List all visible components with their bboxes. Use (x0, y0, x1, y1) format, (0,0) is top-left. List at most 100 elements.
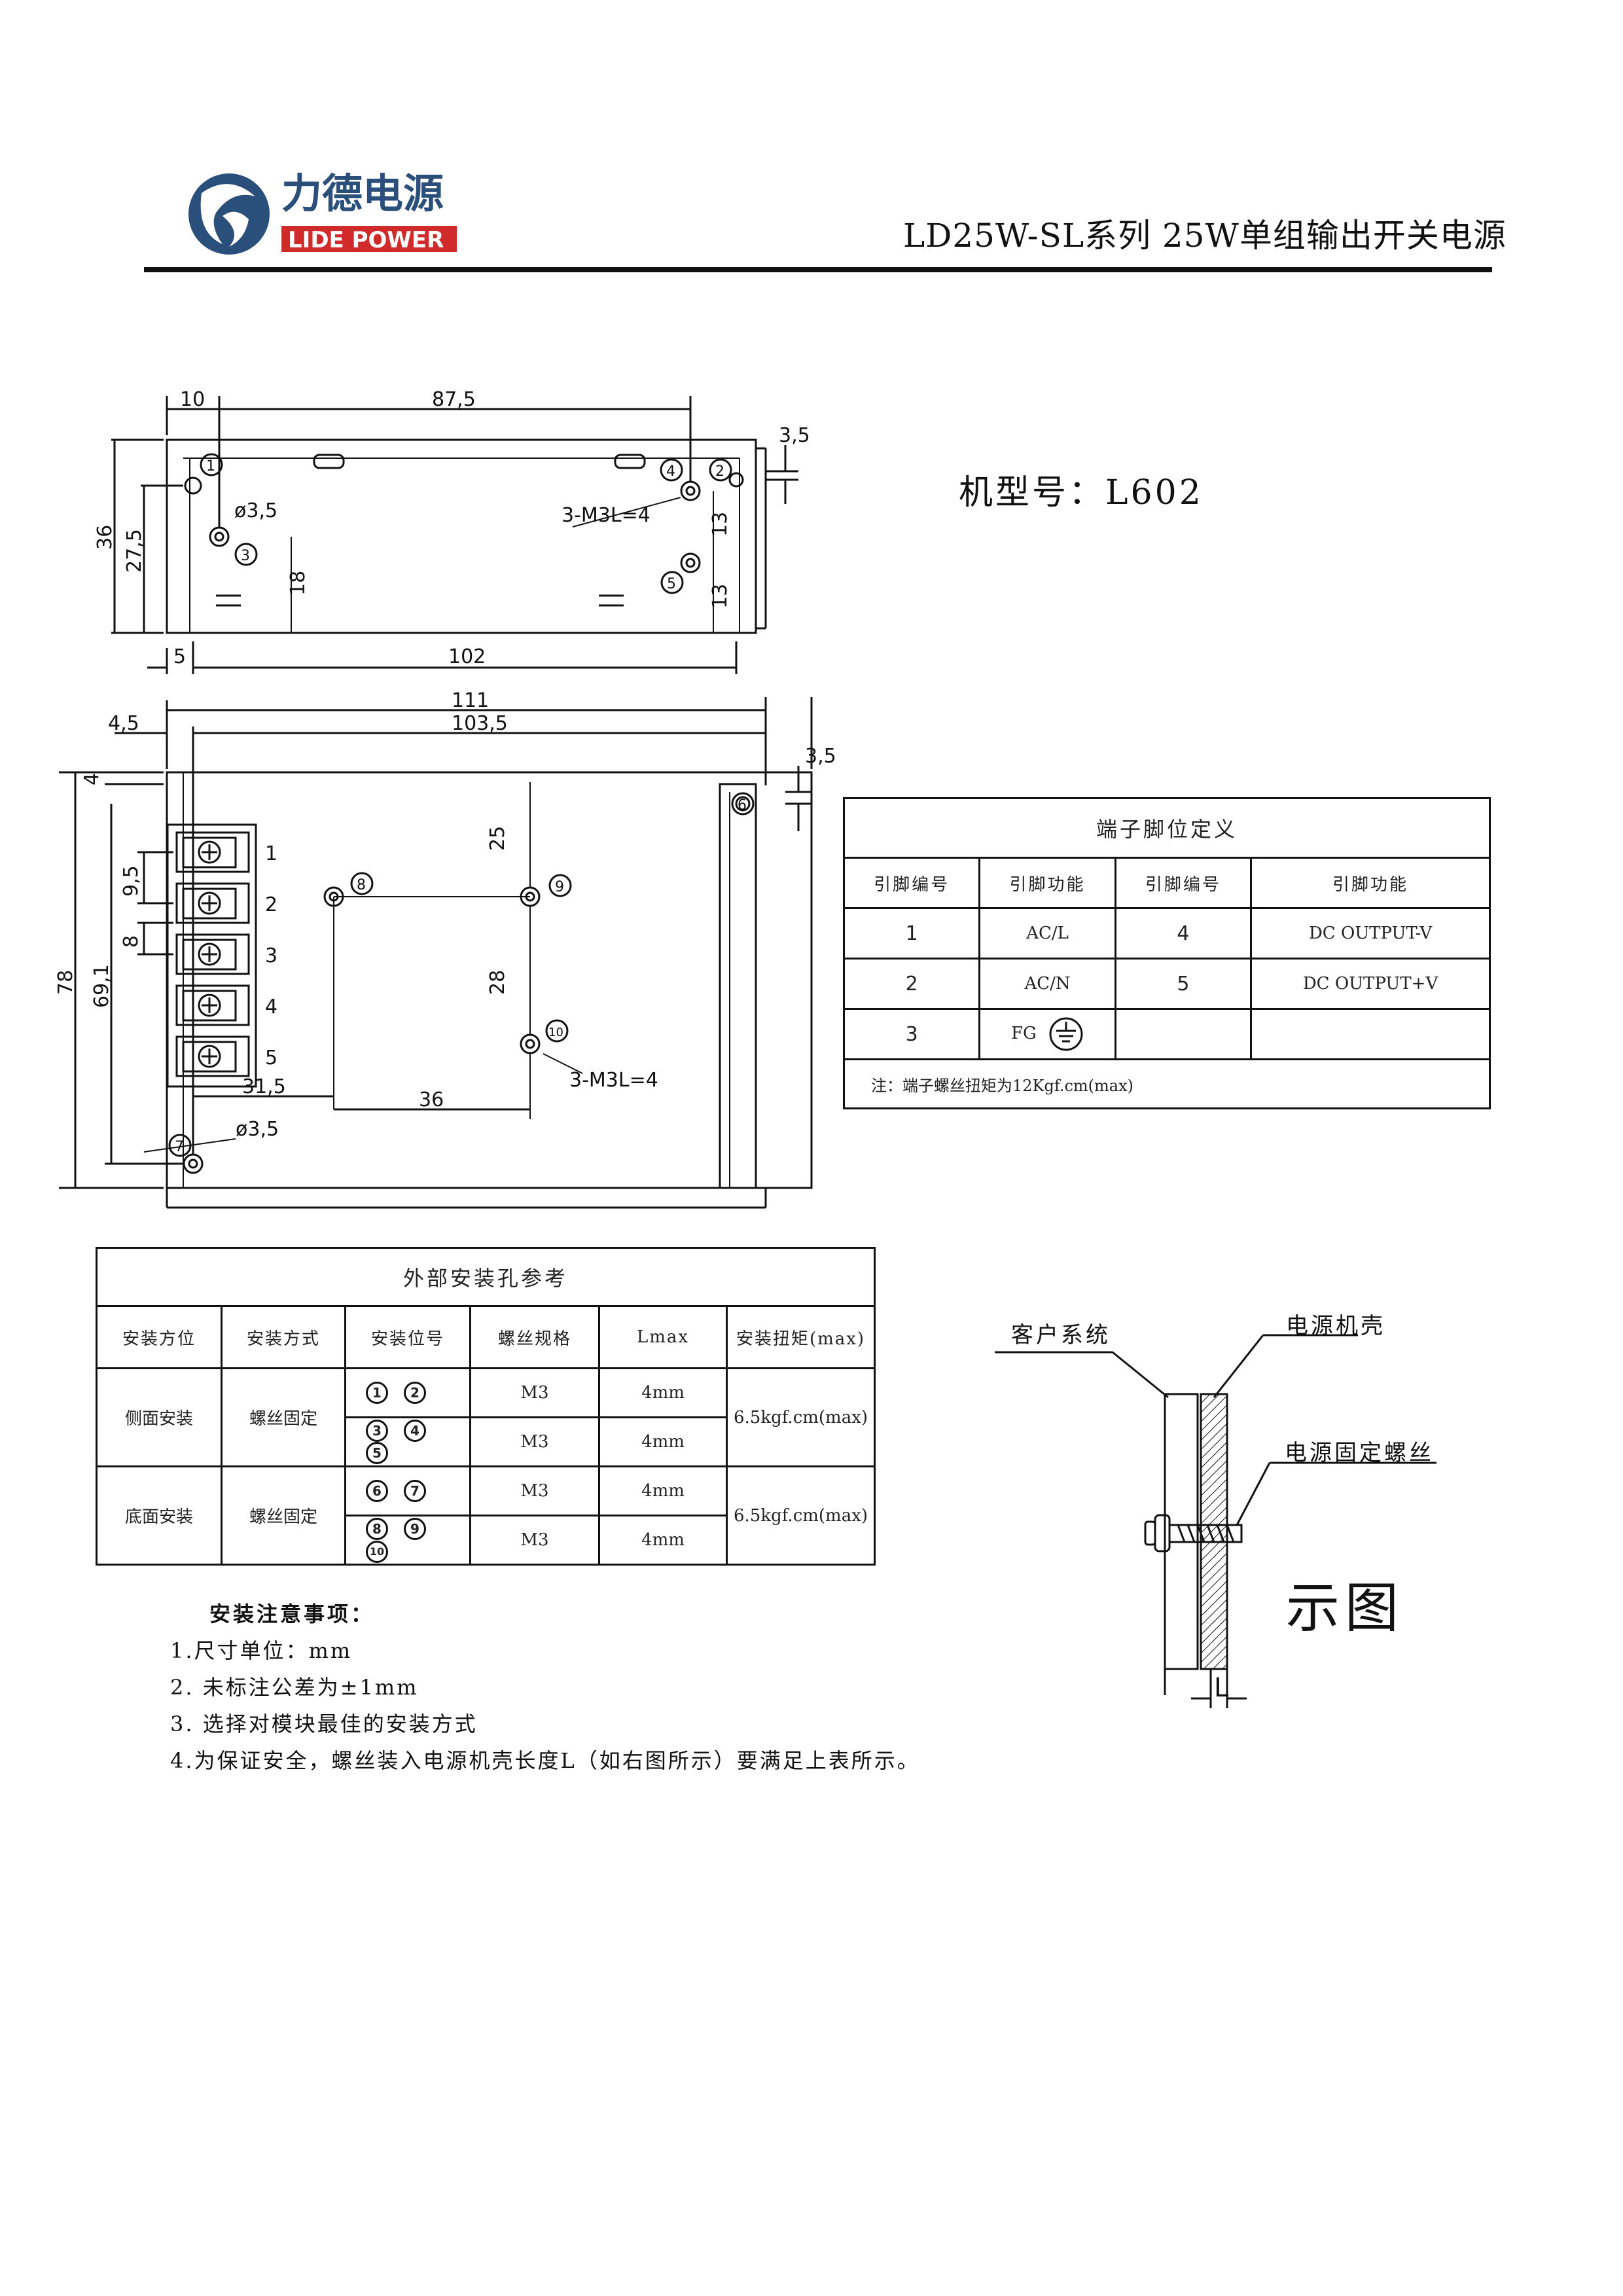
table-cell: 2 (842, 958, 981, 1010)
table-cell: 6.5kgf.cm(max) (726, 1367, 876, 1467)
marker-text: 9 (555, 879, 564, 895)
ground-symbol-icon (1049, 1017, 1083, 1051)
dim-text: 31,5 (242, 1075, 286, 1098)
dim-text: 36 (419, 1088, 444, 1111)
hole-marker: 5 (366, 1442, 388, 1464)
dim-text: 36 (94, 525, 116, 550)
dim-text: 78 (54, 970, 77, 995)
table-header: 螺丝规格 (469, 1305, 600, 1369)
notes-item: 1.尺寸单位：mm (170, 1638, 353, 1663)
dim-text: 4 (80, 773, 103, 785)
table-cell: M3 (469, 1515, 600, 1566)
table-cell: 4mm (598, 1367, 728, 1418)
hole-marker: 8 (366, 1517, 388, 1540)
table-header: 安装扭矩(max) (726, 1305, 876, 1369)
psu-screw-label: 电源固定螺丝 (1285, 1440, 1434, 1466)
brand-en-text: LIDE POWER (288, 227, 444, 253)
table-header: 引脚功能 (978, 857, 1116, 909)
dim-text: 69,1 (90, 964, 113, 1008)
marker-text: 4 (666, 463, 675, 480)
table-row: 3 FG (842, 1008, 1491, 1060)
dim-text: 8 (120, 935, 143, 948)
table-header: 引脚编号 (1114, 857, 1253, 909)
table-cell: 4mm (598, 1465, 728, 1516)
table-caption: 端子脚位定义 (843, 797, 1491, 859)
table-header: 安装位号 (344, 1305, 471, 1369)
marker-text: 5 (667, 576, 676, 592)
table-cell: 4mm (598, 1515, 728, 1566)
table-cell: DC OUTPUT-V (1250, 907, 1491, 960)
notes-title: 安装注意事项： (209, 1602, 375, 1626)
hole-marker: 10 (366, 1540, 388, 1563)
front-view-drawing: 111 103,5 4,5 3,5 4 78 69,1 9,5 8 25 28 … (54, 689, 836, 1209)
dim-text: 13 (709, 512, 732, 537)
table-cell: M3 (469, 1465, 600, 1516)
psu-case-label: 电源机壳 (1286, 1313, 1385, 1339)
table-cell: 侧面安装 (96, 1367, 223, 1467)
hole-marker: 4 (404, 1420, 426, 1442)
table-header: 引脚编号 (842, 857, 981, 909)
brand-cn-text: 力德电源 (281, 170, 444, 217)
table-cell-text: FG (1011, 1024, 1037, 1043)
dim-text: 28 (486, 970, 509, 995)
marker-text: 1 (206, 458, 215, 475)
document-title: LD25W-SL系列 25W单组输出开关电源 (903, 217, 1507, 255)
diagram-caption: 示图 (1286, 1577, 1404, 1640)
marker-text: 8 (357, 877, 366, 893)
screw-spec-label: 3-M3L=4 (569, 1069, 658, 1092)
notes-item: 3. 选择对模块最佳的安装方式 (170, 1712, 478, 1736)
top-view-drawing: 10 87,5 3,5 36 27,5 18 13 13 5 102 ø3,5 … (94, 388, 810, 674)
dim-text: 3,5 (805, 745, 836, 768)
dim-text: 5 (173, 645, 186, 668)
marker-text: 10 (548, 1026, 563, 1039)
dim-text: 18 (287, 571, 310, 596)
table-cell: 4mm (598, 1416, 728, 1467)
table-cell: AC/L (978, 907, 1116, 960)
dim-text: 9,5 (120, 865, 143, 897)
notes-item: 2. 未标注公差为±1mm (170, 1675, 419, 1700)
brand-logo: 力德电源 LIDE POWER (188, 170, 457, 255)
dim-text: 13 (709, 584, 732, 609)
terminal-number: 1 (265, 842, 277, 865)
table-cell: 1 (842, 907, 981, 960)
mounting-hole-table: 外部安装孔参考 安装方位 安装方式 安装位号 螺丝规格 Lmax 安装扭矩(ma… (96, 1247, 876, 1566)
table-cell: 6.5kgf.cm(max) (726, 1465, 876, 1566)
table-cell: 螺丝固定 (221, 1367, 346, 1467)
table-caption: 外部安装孔参考 (96, 1247, 876, 1307)
pin-definition-table: 端子脚位定义 引脚编号 引脚功能 引脚编号 引脚功能 1 AC/L 4 DC O… (842, 797, 1491, 1109)
header-rule (144, 267, 1492, 272)
hole-marker: 3 (366, 1420, 388, 1442)
dim-text: 111 (452, 689, 489, 712)
terminal-number: 3 (265, 944, 277, 967)
dim-text: 3,5 (779, 424, 810, 447)
marker-text: 3 (241, 548, 250, 564)
table-row: 2 AC/N 5 DC OUTPUT+V (842, 958, 1491, 1010)
hole-diameter-label: ø3,5 (236, 1118, 279, 1141)
length-l-label: L (1214, 1673, 1229, 1703)
table-cell: M3 (469, 1416, 600, 1467)
hole-marker: 7 (404, 1480, 426, 1502)
marker-text: 2 (715, 463, 724, 480)
table-header: 引脚功能 (1250, 857, 1491, 909)
table-header: 安装方位 (96, 1305, 223, 1369)
terminal-number: 4 (265, 996, 277, 1018)
customer-system-label: 客户系统 (1011, 1322, 1111, 1348)
dim-text: 102 (448, 645, 486, 668)
dim-text: 25 (486, 826, 509, 851)
hole-marker: 2 (404, 1382, 426, 1404)
terminal-number: 2 (265, 893, 277, 916)
model-label: 机型号：L602 (959, 473, 1204, 512)
notes-item: 4.为保证安全，螺丝装入电源机壳长度L（如右图所示）要满足上表所示。 (170, 1748, 920, 1773)
dim-text: 27,5 (123, 529, 146, 573)
table-cell: AC/N (978, 958, 1116, 1010)
marker-text: 6 (738, 797, 747, 814)
dim-text: 10 (180, 388, 205, 411)
table-cell: 螺丝固定 (221, 1465, 346, 1566)
table-cell: FG (978, 1008, 1116, 1060)
table-header: Lmax (598, 1305, 728, 1369)
